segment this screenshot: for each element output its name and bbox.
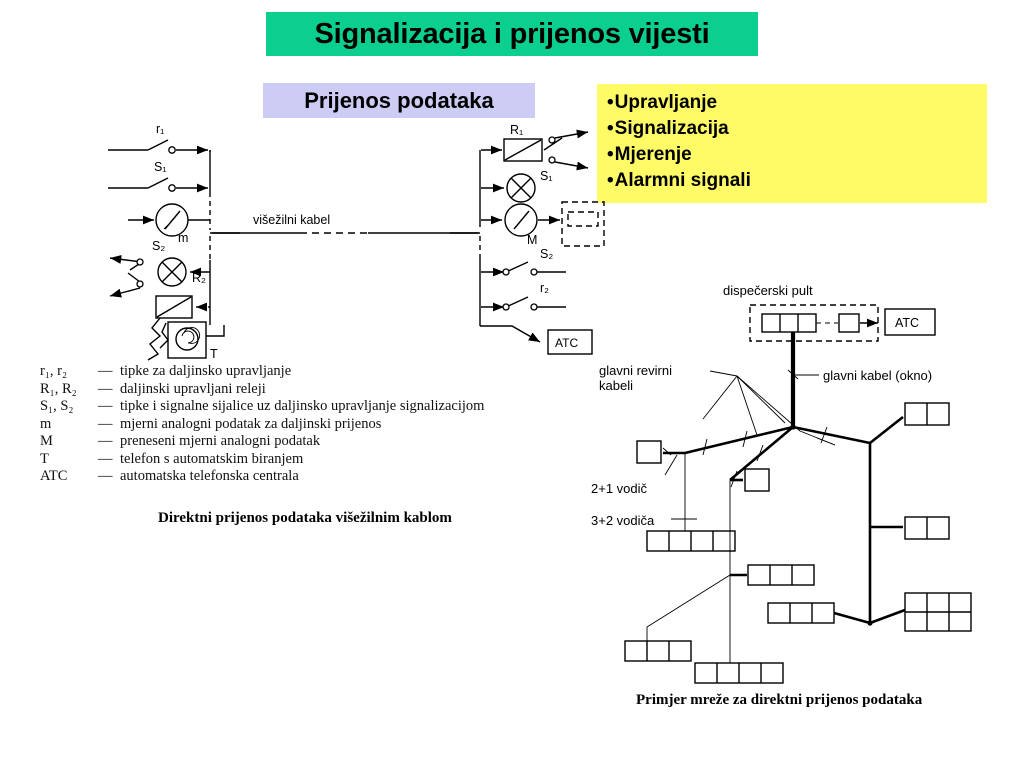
legend-text: daljinski upravljani releji <box>120 380 266 397</box>
terminal-left-four <box>646 530 736 552</box>
legend-text: telefon s automatskim biranjem <box>120 450 304 467</box>
bullet-item-signalizacija: Signalizacija <box>607 116 987 142</box>
terminal-mid-single <box>744 468 770 492</box>
circuit-label-t: T <box>210 347 218 361</box>
legend-symbol: S₁, S₂ <box>40 398 74 414</box>
terminal-right-grid-six <box>904 592 972 632</box>
circuit-label-ATC: ATC <box>555 336 578 350</box>
circuit-label-R1: R₁ <box>510 123 523 137</box>
bullet-item-mjerenje: Mjerenje <box>607 142 987 168</box>
label-main-district-cables-line2: kabeli <box>599 378 633 393</box>
circuit-label-r2r: r₂ <box>540 281 549 295</box>
legend-dash: — <box>98 380 113 397</box>
legend-text: automatska telefonska centrala <box>120 468 299 484</box>
bullet-list: Upravljanje Signalizacija Mjerenje Alarm… <box>607 90 987 194</box>
legend-row: M — preneseni mjerni analogni podatak <box>40 433 540 451</box>
legend-row: ATC — automatska telefonska centrala <box>40 468 540 486</box>
legend-text: mjerni analogni podatak za daljinski pri… <box>120 415 382 432</box>
legend-symbol: r₁, r₂ <box>40 363 68 379</box>
circuit-label-S1: S₁ <box>540 169 553 183</box>
legend-list: r₁, r₂ — tipke za daljinsko upravljanje … <box>40 363 540 486</box>
legend-symbol: m <box>40 415 52 432</box>
bullet-panel: Upravljanje Signalizacija Mjerenje Alarm… <box>597 84 987 203</box>
terminal-left-single <box>636 440 662 464</box>
legend-row: r₁, r₂ — tipke za daljinsko upravljanje <box>40 363 540 381</box>
circuit-label-S2r: S₂ <box>540 247 553 261</box>
cable-label: višežilni kabel <box>253 213 330 227</box>
circuit-label-s1: S₁ <box>154 160 167 174</box>
circuit-diagram: r₁ S₁ m S₂ <box>100 110 605 361</box>
subtitle-label: Prijenos podataka <box>304 87 494 113</box>
legend-text: tipke i signalne sijalice uz daljinsko u… <box>120 398 485 414</box>
legend-symbol: ATC <box>40 468 68 484</box>
circuit-label-s2: S₂ <box>152 239 165 253</box>
legend-symbol: T <box>40 450 49 467</box>
network-diagram: dispečerski pult ATC glavni kabel (okno)… <box>585 275 1005 685</box>
terminal-right-mid-two <box>904 516 950 540</box>
label-dispatcher-console: dispečerski pult <box>723 283 813 298</box>
circuit-label-m: m <box>178 231 188 245</box>
legend-symbol: R₁, R₂ <box>40 380 77 397</box>
page-title: Signalizacija i prijenos vijesti <box>314 17 710 50</box>
legend-row: S₁, S₂ — tipke i signalne sijalice uz da… <box>40 398 540 416</box>
terminal-bottom-four <box>694 662 784 684</box>
legend-symbol: M <box>40 433 53 449</box>
legend-dash: — <box>98 433 113 449</box>
label-conductor-3-2: 3+2 vodiča <box>591 513 655 528</box>
legend-dash: — <box>98 450 113 467</box>
legend-dash: — <box>98 415 113 432</box>
legend-text: preneseni mjerni analogni podatak <box>120 433 321 449</box>
terminal-right-low-three <box>767 602 835 624</box>
bullet-item-upravljanje: Upravljanje <box>607 90 987 116</box>
legend-row: m — mjerni analogni podatak za daljinski… <box>40 416 540 434</box>
caption-right-diagram: Primjer mreže za direktni prijenos podat… <box>636 692 923 708</box>
circuit-label-r2: R₂ <box>192 271 206 285</box>
caption-left-diagram: Direktni prijenos podataka višežilnim ka… <box>158 510 452 526</box>
label-main-shaft-cable: glavni kabel (okno) <box>823 368 932 383</box>
legend-text: tipke za daljinsko upravljanje <box>120 363 292 379</box>
label-main-district-cables-line1: glavni revirni <box>599 363 672 378</box>
terminal-lower-left-three <box>624 640 692 662</box>
subtitle-banner: Prijenos podataka <box>263 83 535 118</box>
bullet-item-alarmni: Alarmni signali <box>607 168 987 194</box>
legend-dash: — <box>98 468 113 484</box>
legend-row: T — telefon s automatskim biranjem <box>40 451 540 469</box>
terminal-right-top-two <box>904 402 950 426</box>
legend-dash: — <box>98 398 113 414</box>
terminal-mid-three <box>747 564 815 586</box>
label-conductor-2-1: 2+1 vodič <box>591 481 648 496</box>
network-atc-label: ATC <box>895 316 919 330</box>
circuit-label-r1: r₁ <box>156 122 164 136</box>
legend-row: R₁, R₂ — daljinski upravljani releji <box>40 381 540 399</box>
slide-title-banner: Signalizacija i prijenos vijesti <box>266 12 758 56</box>
legend-dash: — <box>98 363 113 379</box>
circuit-label-M: M <box>527 233 537 247</box>
